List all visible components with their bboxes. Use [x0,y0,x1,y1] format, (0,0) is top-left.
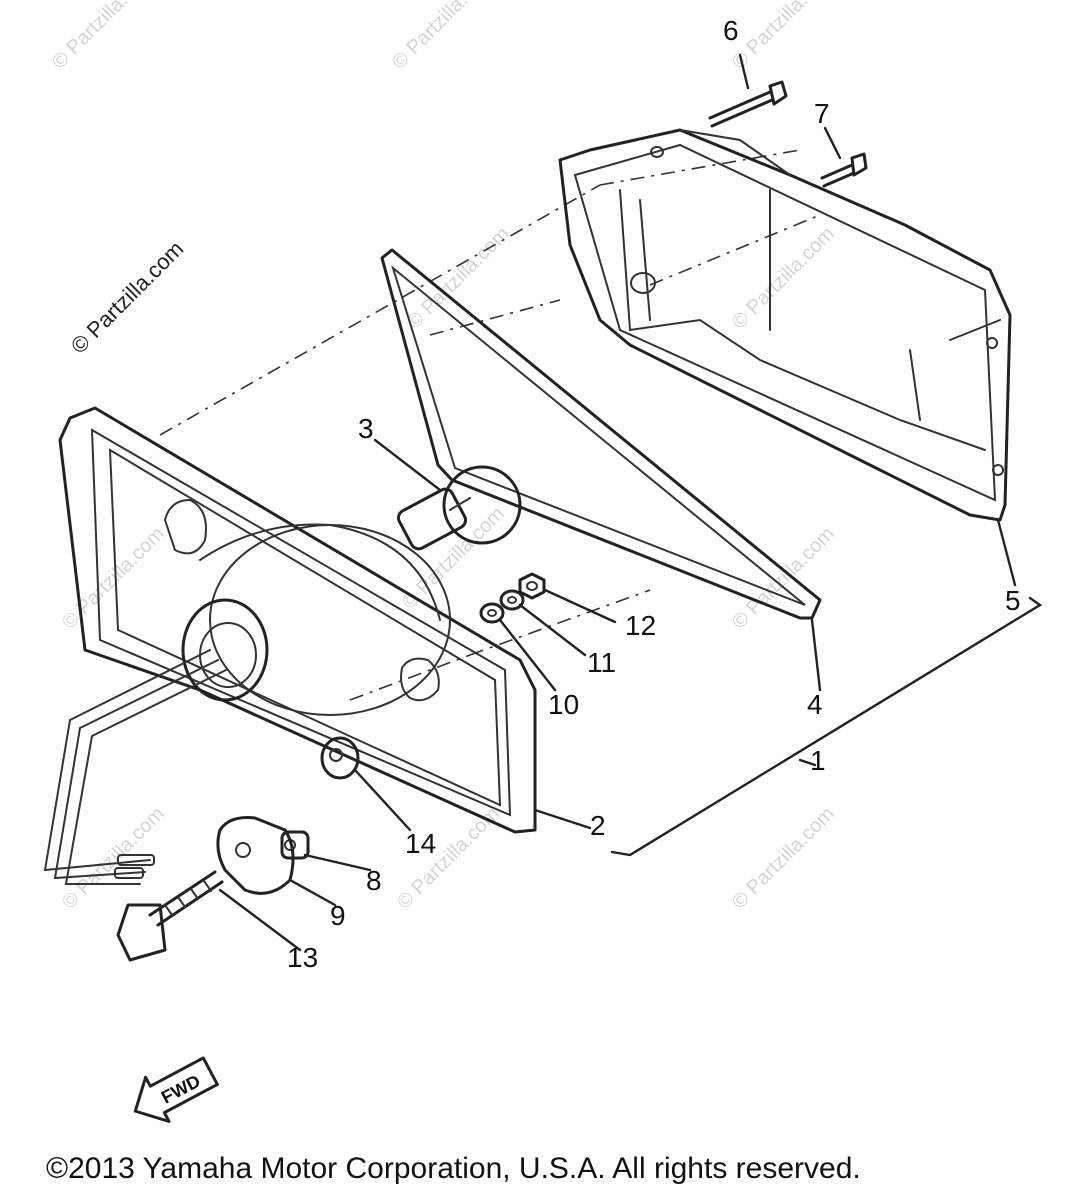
bulb-part-3 [396,465,522,551]
callout-labels: 6 7 3 5 12 11 10 4 1 2 14 8 9 13 [287,15,1021,973]
callout-9: 9 [330,900,346,931]
washer-part-11 [499,589,525,611]
wire-harness [43,649,227,885]
nut-part-12 [518,572,546,600]
callout-10: 10 [548,689,579,720]
assembly-bracket [610,596,1043,857]
callout-13: 13 [287,942,318,973]
screw-part-7 [820,152,868,188]
lens-unit-part-2 [58,406,537,834]
callout-11: 11 [587,647,616,678]
callout-7: 7 [814,98,830,129]
grommet-part-14 [320,736,360,780]
washer-part-10 [479,602,505,624]
watermark: © Partzilla.com [388,0,499,74]
callout-8: 8 [366,865,382,896]
callout-6: 6 [723,15,739,46]
bolt-part-13 [116,870,224,962]
socket-part-8 [280,830,310,860]
watermark: © Partzilla.com [728,0,839,74]
leader-lines [218,53,1017,952]
fwd-label: FWD [158,1071,204,1108]
assembly-lines [159,149,821,701]
callout-14: 14 [405,828,436,859]
watermark: © Partzilla.com [48,0,159,74]
callout-4: 4 [807,689,823,720]
callout-1: 1 [810,745,826,776]
watermark: © Partzilla.com [58,803,169,914]
fwd-arrow-icon: FWD [133,1056,219,1123]
callout-3: 3 [358,413,374,444]
screw-part-6 [708,80,788,128]
copyright-notice: ©2013 Yamaha Motor Corporation, U.S.A. A… [46,1152,861,1185]
watermark: © Partzilla.com [728,223,839,334]
callout-5: 5 [1005,585,1021,616]
callout-2: 2 [590,810,606,841]
watermark-main: © Partzilla.com [66,236,189,359]
housing-part-5 [558,128,1012,522]
gasket-part-4 [380,248,822,620]
watermark: © Partzilla.com [728,803,839,914]
callout-12: 12 [625,610,656,641]
